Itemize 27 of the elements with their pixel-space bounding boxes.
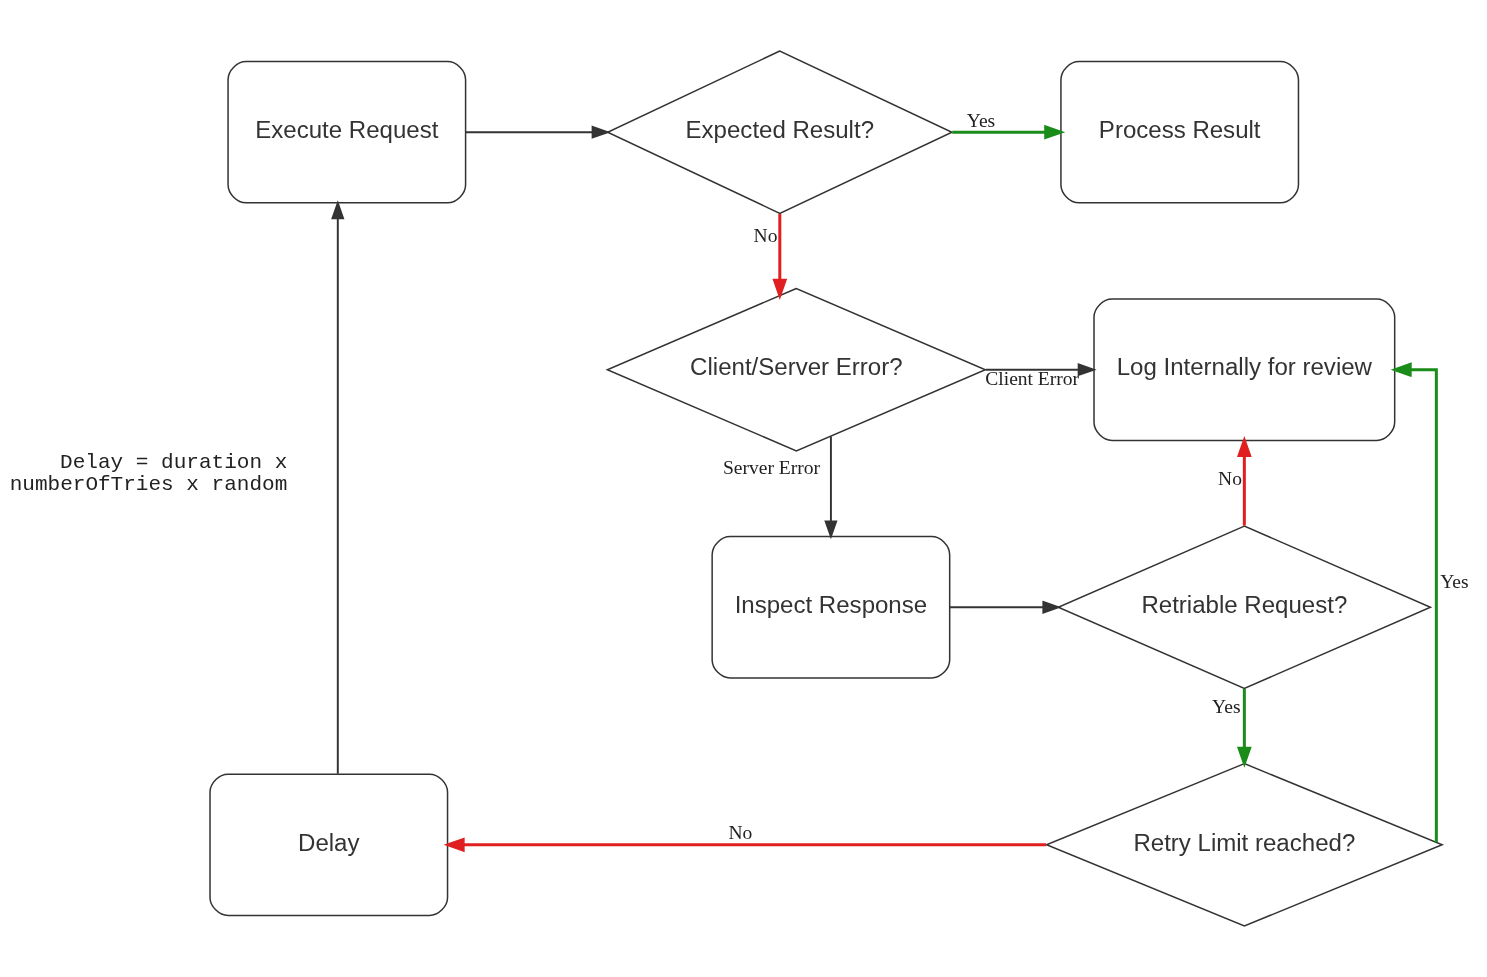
node-diamond: Retriable Request? [1056, 525, 1433, 690]
arrow [1236, 435, 1252, 526]
edge-label: Yes [966, 109, 996, 131]
arrow [984, 363, 1097, 377]
node-box: Log Internally for review [1093, 298, 1396, 442]
arrow [824, 435, 838, 540]
arrow [952, 124, 1066, 140]
arrow [464, 125, 611, 139]
edge-label: Yes [1212, 696, 1241, 718]
edge-label: No [1218, 468, 1242, 490]
edge-label: Yes [1440, 570, 1469, 592]
edge-label: Client Error [985, 368, 1080, 390]
arrow [443, 837, 1047, 853]
arrow [1390, 362, 1438, 843]
arrow [1236, 689, 1252, 768]
node-box: Inspect Response [711, 535, 951, 679]
arrow [948, 600, 1062, 614]
node-diamond: Retry Limit reached? [1044, 762, 1445, 927]
arrow [331, 200, 345, 775]
edge-label: Server Error [722, 456, 821, 478]
node-box: Delay [209, 773, 449, 917]
edge-label: No [753, 224, 778, 246]
node-box: Process Result [1060, 60, 1300, 204]
edge-label: Delay = duration x numberOfTries x random [9, 449, 288, 497]
arrow [772, 213, 788, 300]
node-box: Execute Request [227, 60, 467, 204]
edge-label: No [728, 822, 753, 844]
